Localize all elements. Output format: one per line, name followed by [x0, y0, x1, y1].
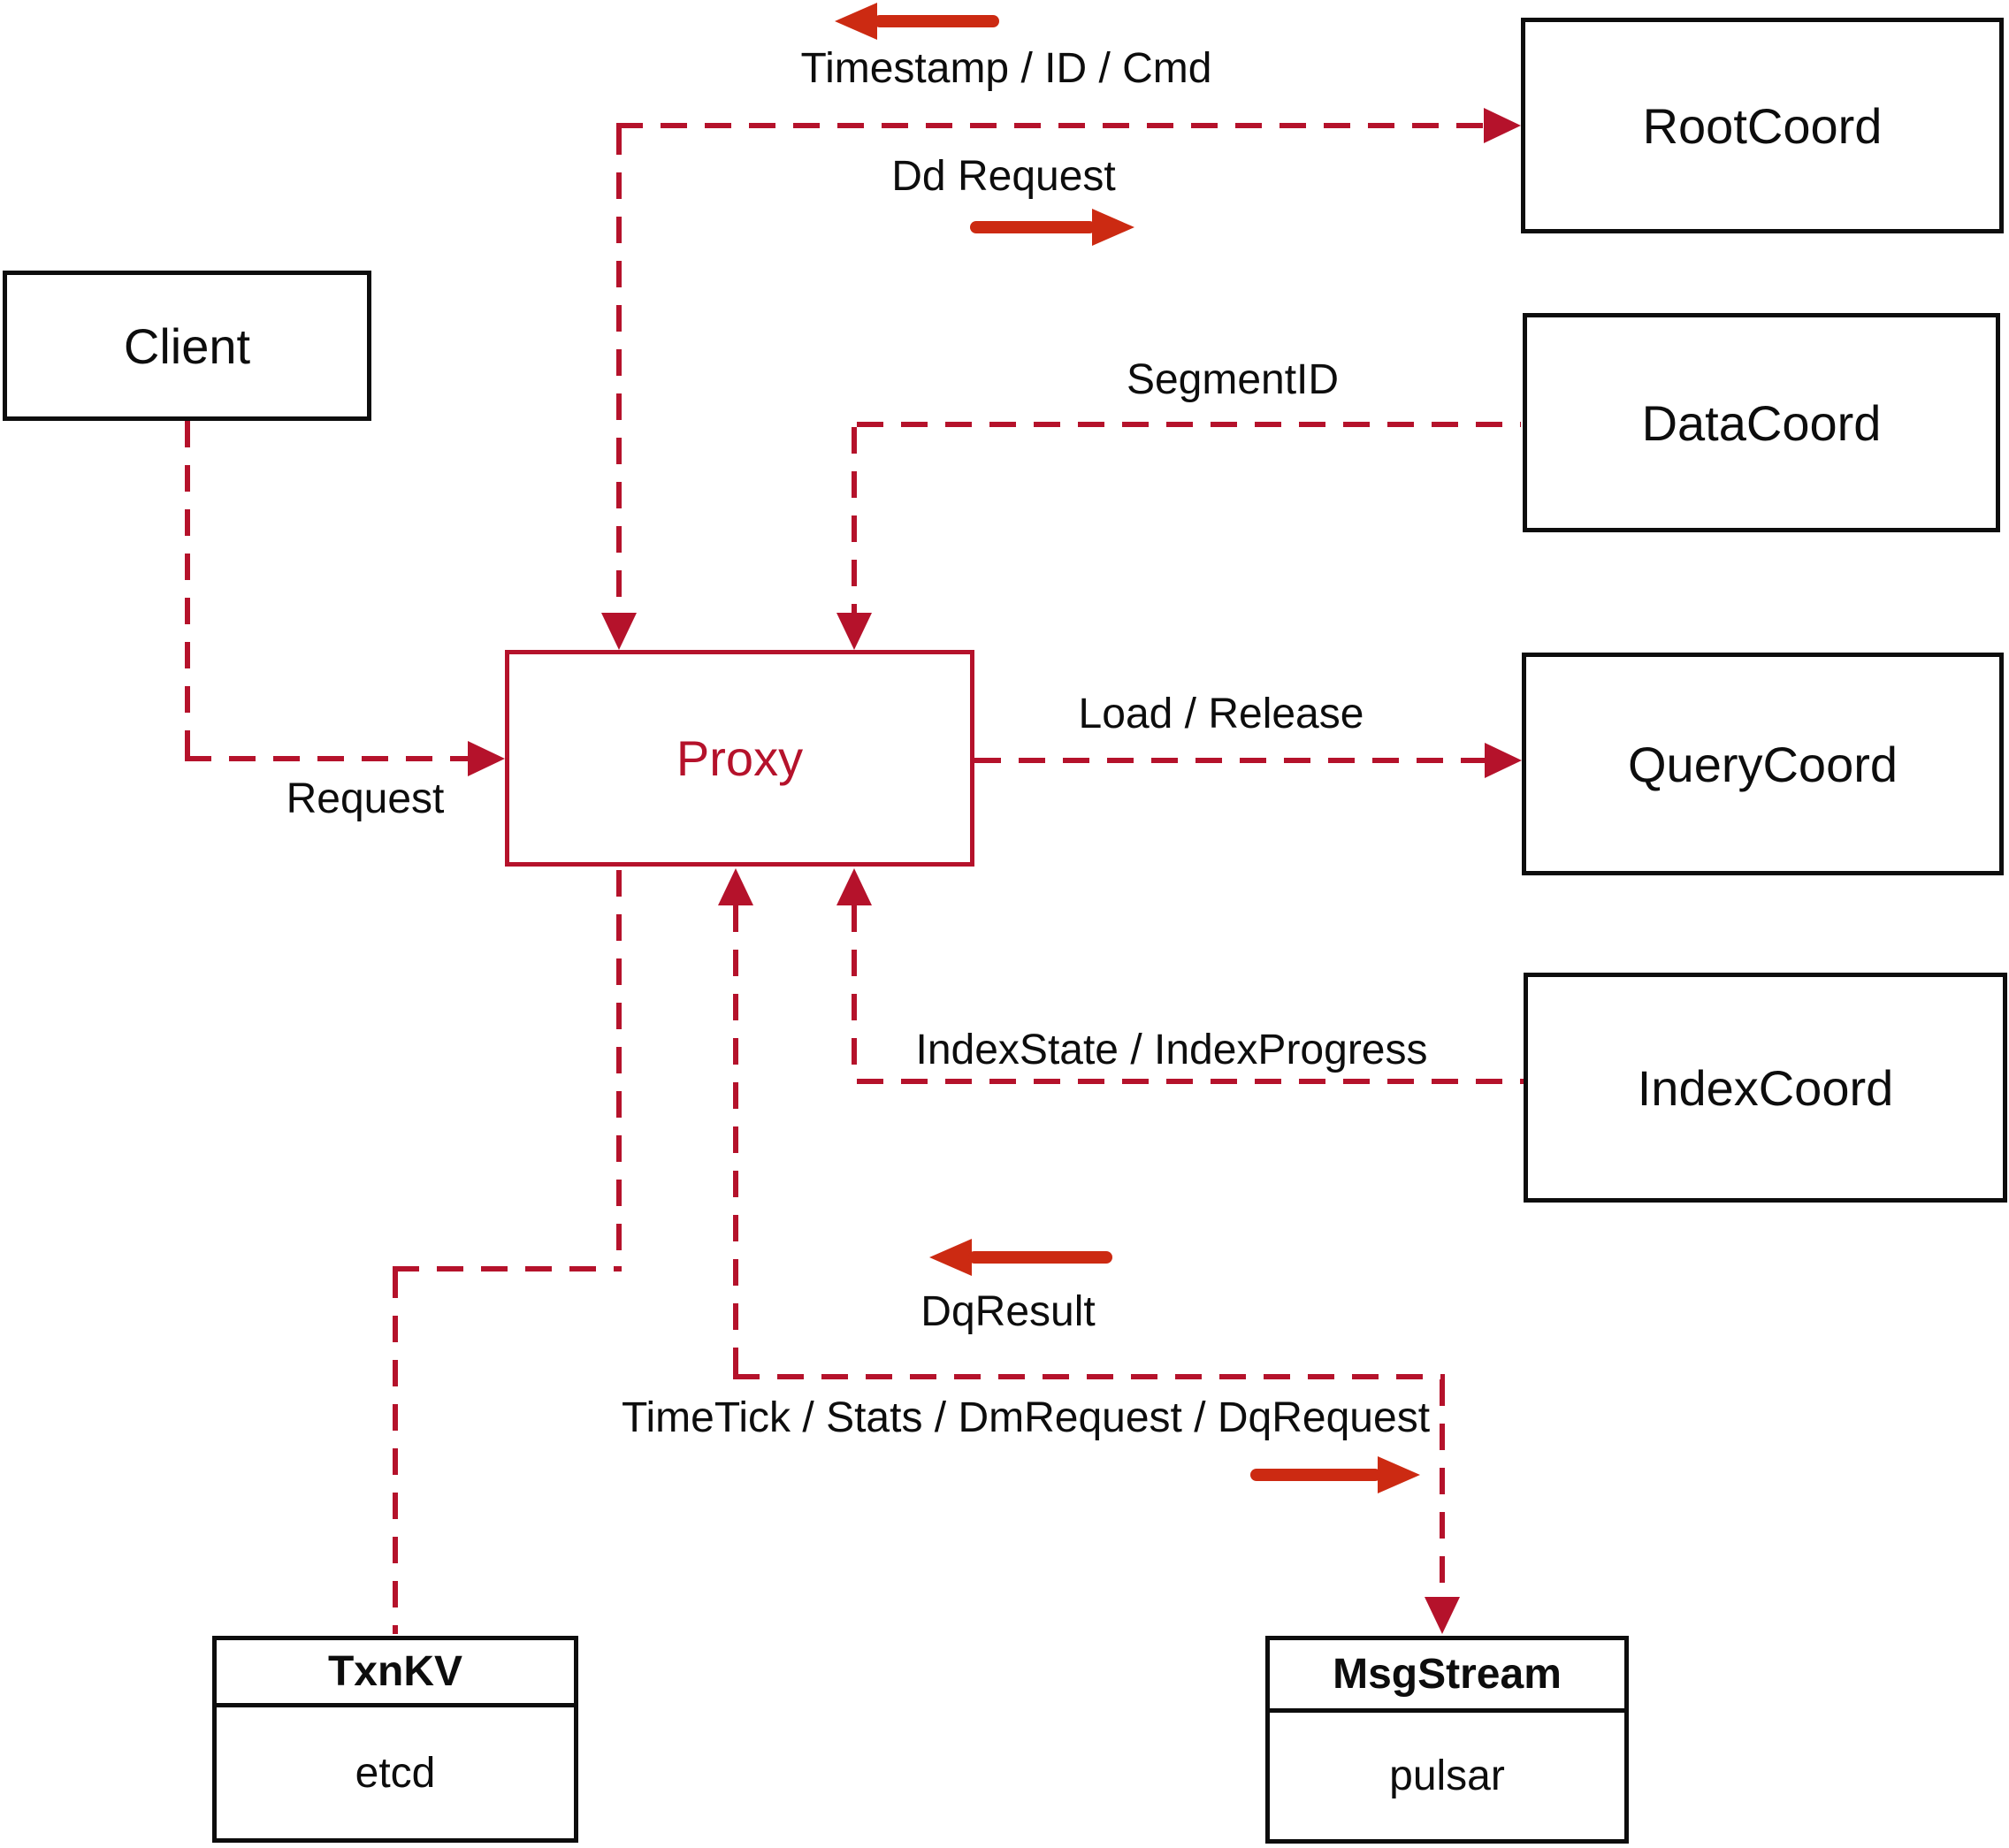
edge-indexcoord-proxy-horizontal — [857, 1079, 1524, 1084]
arrowhead-into-proxy-left — [468, 741, 505, 776]
label-index-state-progress: IndexState / IndexProgress — [915, 1027, 1428, 1073]
arrow-timestamp-toward-proxy — [835, 3, 999, 40]
arrow-ddrequest-toward-rootcoord — [970, 209, 1134, 246]
arrow-timetick-bar — [1250, 1469, 1381, 1481]
arrow-dqresult-toward-proxy — [929, 1239, 1112, 1276]
node-txnkv-title: TxnKV — [217, 1640, 574, 1707]
arrow-dqresult-head-icon — [929, 1239, 972, 1276]
node-datacoord-label: DataCoord — [1641, 394, 1882, 451]
node-msgstream-title-text: MsgStream — [1333, 1651, 1562, 1698]
edge-proxy-txnkv-vertical-upper — [616, 870, 622, 1269]
edge-proxy-rootcoord-vertical — [616, 128, 622, 613]
node-querycoord-label: QueryCoord — [1627, 736, 1898, 792]
edge-proxy-msgstream-vertical-lower — [1440, 1379, 1445, 1599]
edge-proxy-txnkv-horizontal — [393, 1266, 622, 1271]
arrowhead-into-rootcoord — [1484, 108, 1521, 143]
arrow-timestamp-head-icon — [835, 3, 877, 40]
arrow-ddrequest-head-icon — [1092, 209, 1134, 246]
edge-datacoord-proxy-vertical — [852, 427, 857, 613]
arrow-timestamp-bar — [874, 15, 999, 27]
edge-proxy-msgstream-horizontal — [733, 1374, 1445, 1379]
edge-proxy-msgstream-vertical-upper — [733, 905, 738, 1377]
edge-indexcoord-proxy-vertical — [852, 905, 857, 1079]
node-txnkv: TxnKV etcd — [212, 1636, 578, 1843]
node-msgstream-impl: pulsar — [1270, 1713, 1624, 1839]
arrowhead-into-querycoord — [1485, 743, 1522, 778]
node-client: Client — [3, 271, 371, 421]
label-segment-id: SegmentID — [1126, 356, 1340, 403]
arrowhead-into-proxy-top-right — [836, 613, 872, 650]
label-request: Request — [286, 775, 445, 822]
arrow-dqresult-bar — [968, 1251, 1112, 1264]
arrowhead-into-proxy-bottom-right — [836, 868, 872, 905]
label-load-release: Load / Release — [1078, 691, 1364, 737]
edge-client-proxy-horizontal — [185, 756, 470, 761]
node-msgstream-title: MsgStream — [1270, 1640, 1624, 1713]
node-txnkv-impl-text: etcd — [355, 1749, 436, 1797]
node-querycoord: QueryCoord — [1522, 653, 2004, 875]
label-timestamp-id-cmd: Timestamp / ID / Cmd — [800, 45, 1212, 92]
node-proxy-label: Proxy — [676, 730, 804, 786]
arrow-timetick-toward-msgstream — [1250, 1456, 1420, 1493]
edge-proxy-rootcoord-horizontal — [616, 123, 1486, 128]
edge-proxy-querycoord-horizontal — [974, 758, 1485, 763]
edge-datacoord-proxy-horizontal — [857, 422, 1521, 427]
edge-proxy-txnkv-vertical-lower — [393, 1271, 398, 1634]
node-txnkv-impl: etcd — [217, 1707, 574, 1838]
arrowhead-into-msgstream — [1425, 1597, 1460, 1634]
node-datacoord: DataCoord — [1523, 313, 2000, 532]
node-rootcoord-label: RootCoord — [1642, 97, 1883, 154]
node-proxy: Proxy — [505, 650, 974, 867]
node-msgstream-impl-text: pulsar — [1389, 1753, 1505, 1799]
arrow-ddrequest-bar — [970, 221, 1096, 233]
node-indexcoord: IndexCoord — [1524, 973, 2007, 1203]
label-dq-result: DqResult — [920, 1288, 1096, 1335]
arrow-timetick-head-icon — [1378, 1456, 1420, 1493]
label-timetick-stats: TimeTick / Stats / DmRequest / DqRequest — [621, 1394, 1431, 1441]
label-dd-request: Dd Request — [891, 153, 1116, 200]
node-client-label: Client — [123, 317, 251, 374]
node-txnkv-title-text: TxnKV — [327, 1648, 462, 1695]
node-rootcoord: RootCoord — [1521, 18, 2004, 233]
node-indexcoord-label: IndexCoord — [1637, 1059, 1894, 1116]
arrowhead-into-proxy-top-left — [601, 613, 637, 650]
edge-client-proxy-vertical — [185, 421, 190, 759]
arrowhead-into-proxy-bottom-left — [718, 868, 753, 905]
node-msgstream: MsgStream pulsar — [1265, 1636, 1629, 1844]
